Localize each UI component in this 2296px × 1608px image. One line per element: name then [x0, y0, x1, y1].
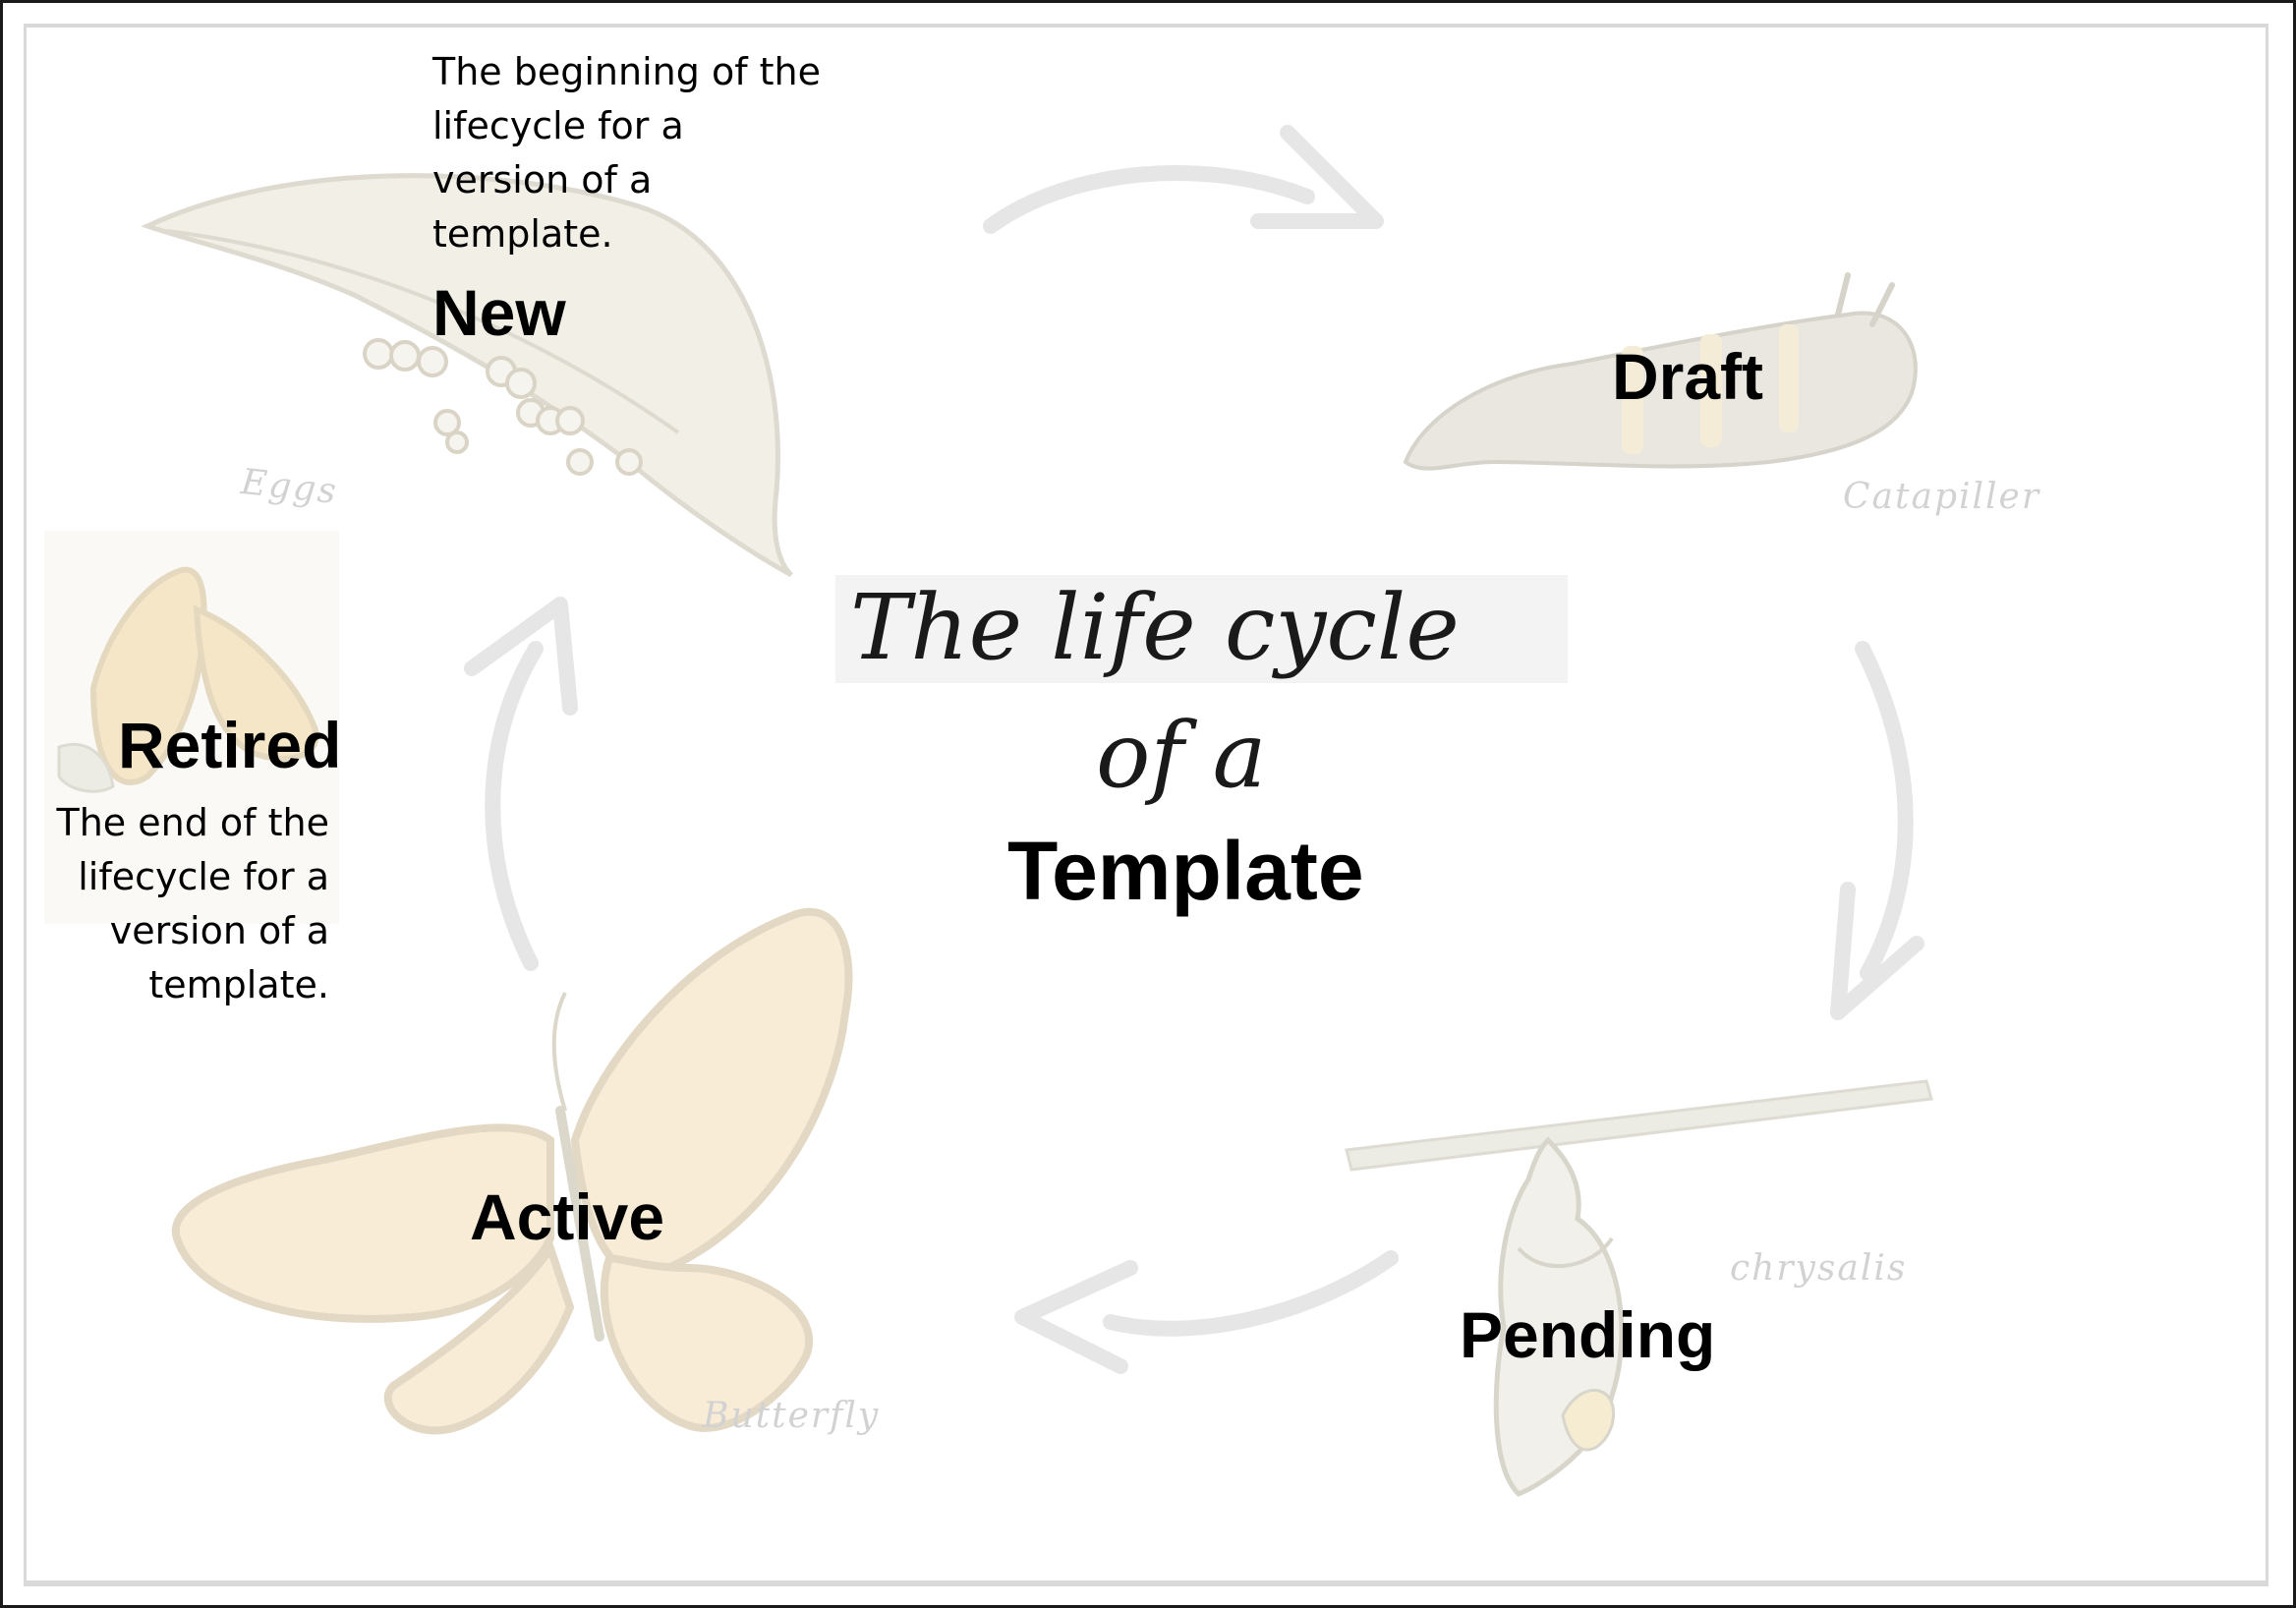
retired-description-line: version of a — [109, 909, 329, 952]
new-description-line: version of a — [432, 158, 653, 201]
arrow-draft-to-pending-head — [1830, 882, 1924, 1020]
new-description: The beginning of the lifecycle for a ver… — [432, 45, 845, 261]
arrow-pending-to-active — [1103, 1250, 1399, 1337]
new-description-line: template. — [432, 212, 613, 256]
leaf-illustration — [141, 173, 793, 578]
inner-border-left — [24, 24, 27, 1586]
new-description-line: lifecycle for a — [432, 104, 684, 147]
stage-label-pending: Pending — [1460, 1298, 1716, 1371]
inner-border-top — [24, 24, 2268, 28]
retired-butterfly-illustration — [44, 531, 339, 924]
retired-description: The end of the lifecycle for a version o… — [29, 796, 330, 1012]
butterfly-illustration — [171, 907, 853, 1435]
chrysalis-illustration — [1345, 1079, 1933, 1497]
title-main: Template — [1007, 825, 1364, 917]
arrow-active-to-new-head — [464, 597, 578, 716]
new-description-line: The beginning of the — [432, 50, 822, 93]
caption-chrysalis: chrysalis — [1730, 1248, 1908, 1289]
stage-label-retired: Retired — [118, 709, 342, 781]
arrow-draft-to-pending — [1855, 641, 1914, 981]
inner-border-right — [2266, 24, 2268, 1586]
stage-label-new: New — [432, 276, 566, 349]
caption-butterfly: Butterfly — [703, 1396, 881, 1436]
title-script-line2: of a — [1096, 703, 1267, 808]
arrow-active-to-new — [485, 641, 544, 971]
stage-label-draft: Draft — [1612, 340, 1764, 413]
title-script-line1: The life cycle — [850, 575, 1460, 680]
arrow-new-to-draft — [983, 165, 1315, 234]
caption-caterpillar: Catapiller — [1843, 477, 2041, 517]
retired-description-line: template. — [148, 963, 329, 1006]
retired-description-line: lifecycle for a — [78, 855, 329, 898]
retired-description-line: The end of the — [56, 801, 330, 844]
caterpillar-illustration — [1403, 272, 1918, 471]
inner-border-bottom — [24, 1580, 2268, 1586]
arrow-pending-to-active-head — [1014, 1260, 1138, 1374]
title-backdrop — [835, 575, 1568, 683]
cycle-arrows — [464, 125, 1924, 1374]
stage-label-active: Active — [470, 1180, 665, 1253]
arrow-new-to-draft-head — [1250, 125, 1384, 229]
